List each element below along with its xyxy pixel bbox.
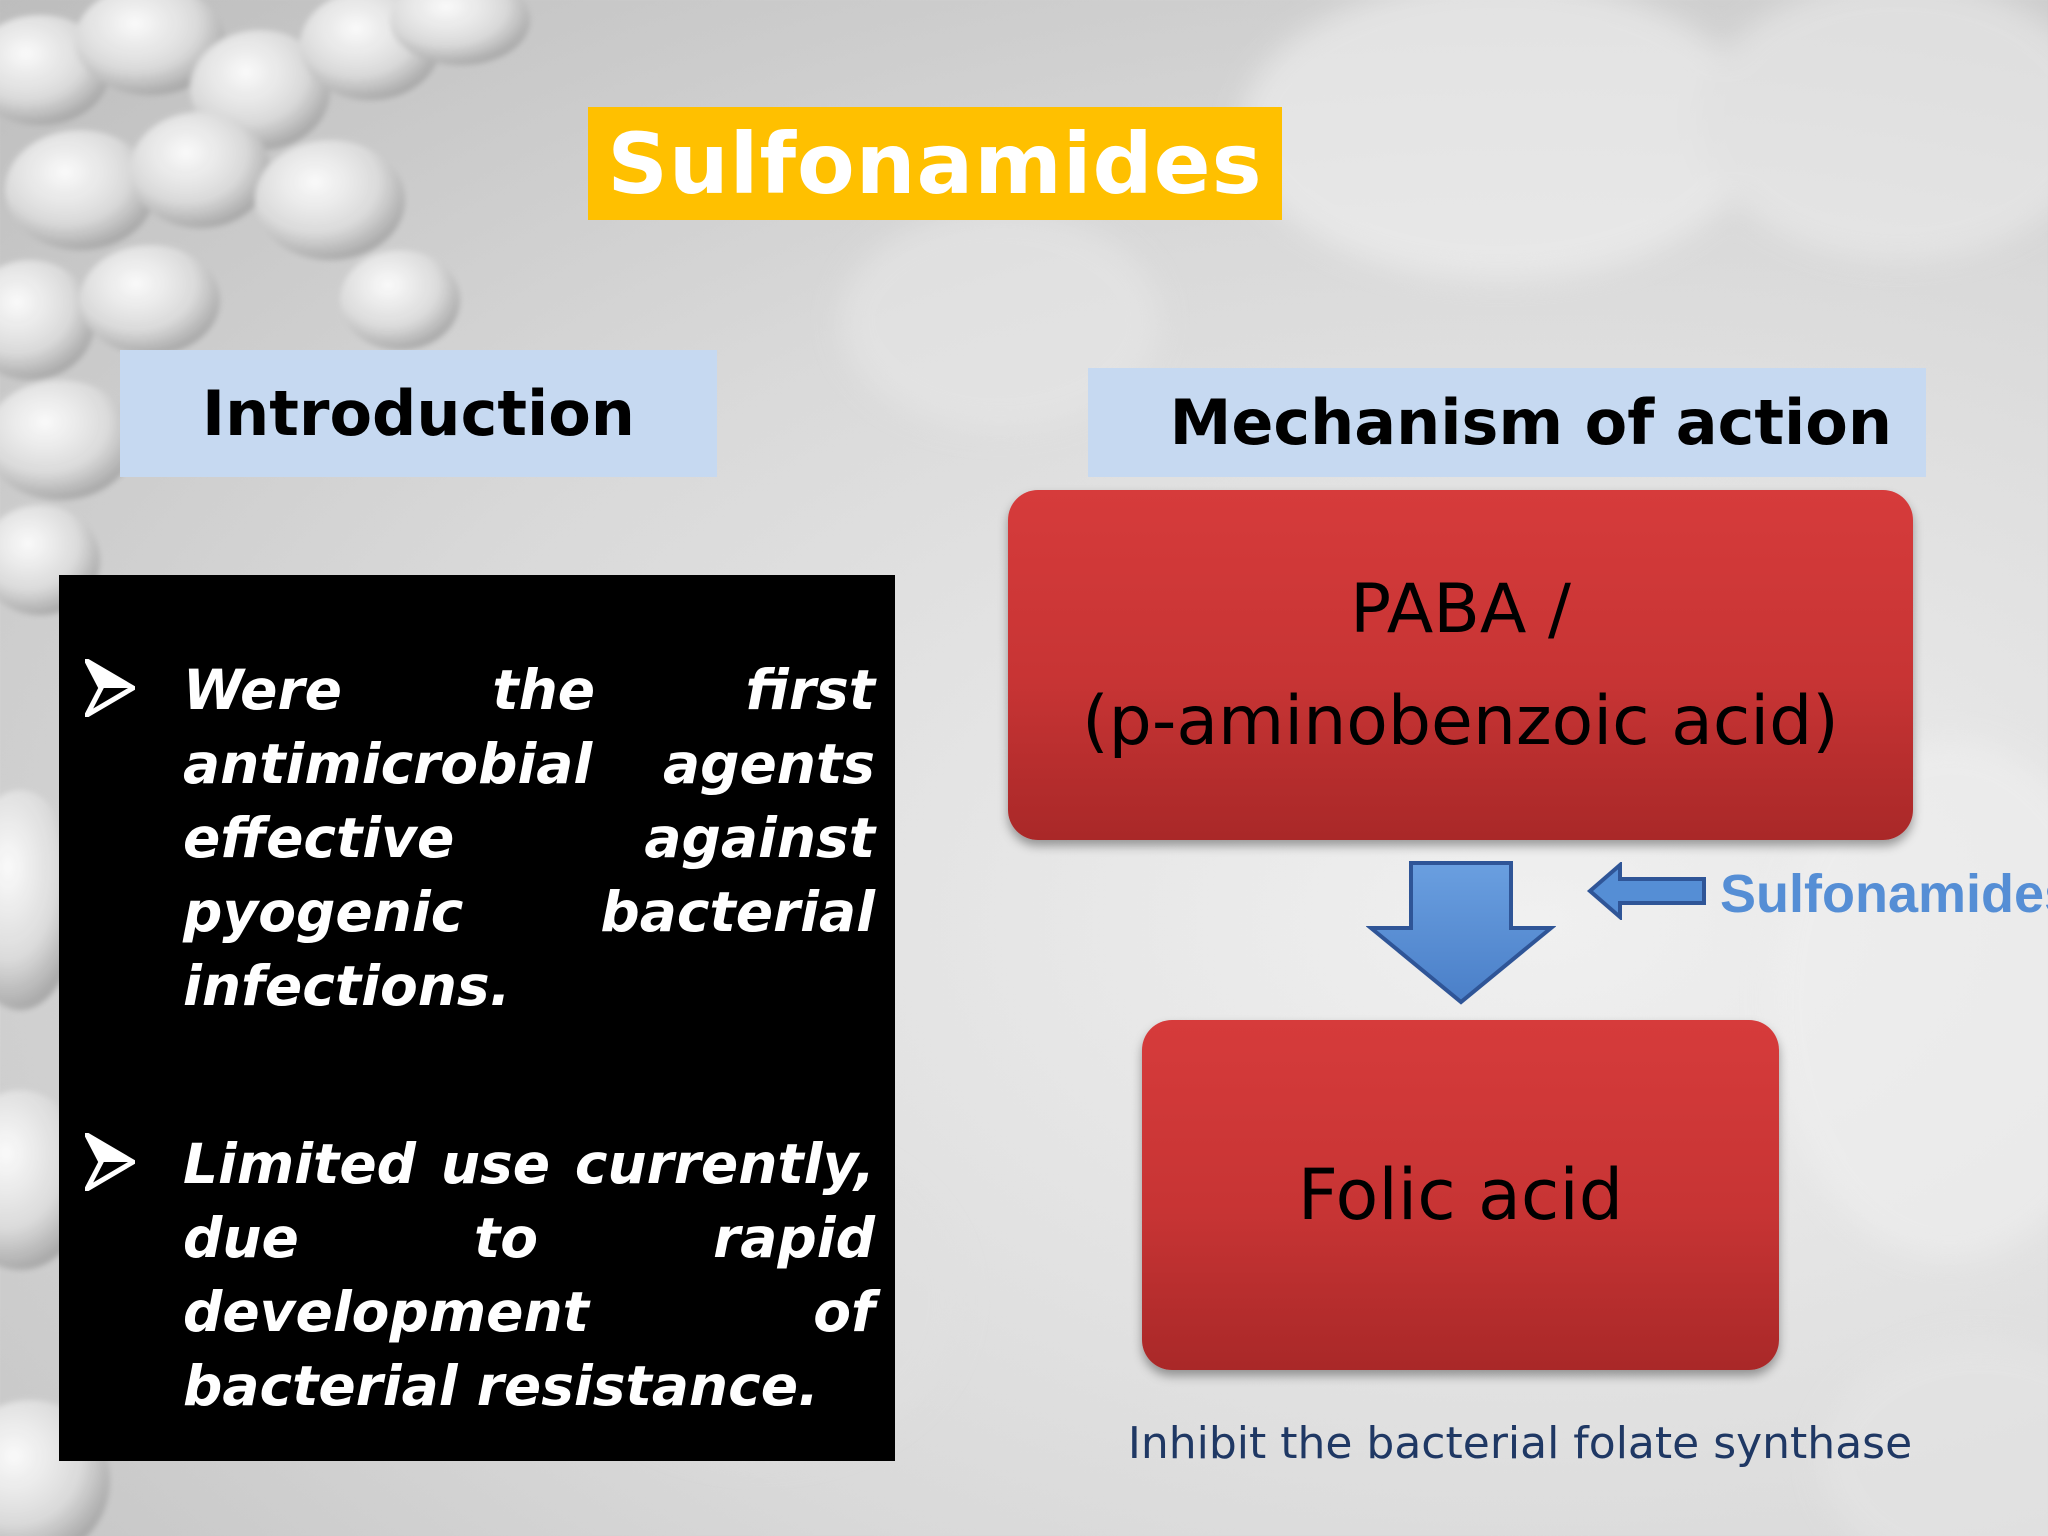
- title-banner: Sulfonamides: [588, 107, 1282, 220]
- slide-title: Sulfonamides: [607, 114, 1263, 213]
- inhibitor-label: Sulfonamides: [1720, 864, 2048, 924]
- bullet-item: Limited use currently, due to rapid deve…: [85, 1127, 875, 1423]
- mechanism-caption: Inhibit the bacterial folate synthase: [1127, 1418, 1913, 1469]
- folic-acid-label: Folic acid: [1297, 1154, 1624, 1236]
- mechanism-heading-label: Mechanism of action: [1169, 386, 1892, 459]
- introduction-heading-label: Introduction: [202, 377, 635, 450]
- introduction-box: Were the first antimicrobial agents effe…: [59, 575, 895, 1461]
- bullet-text: Were the first antimicrobial agents effe…: [183, 658, 875, 1018]
- introduction-heading: Introduction: [120, 350, 717, 477]
- bullet-item: Were the first antimicrobial agents effe…: [85, 653, 875, 1023]
- mechanism-heading: Mechanism of action: [1088, 368, 1926, 477]
- paba-node-label: PABA /: [1350, 570, 1571, 649]
- paba-node-sublabel: (p-aminobenzoic acid): [1082, 682, 1839, 761]
- down-arrow-icon: [1366, 861, 1556, 1005]
- arrow-bullet-icon: [85, 1133, 135, 1191]
- paba-node: PABA / (p-aminobenzoic acid): [1008, 490, 1913, 840]
- arrow-bullet-icon: [85, 659, 135, 717]
- bullet-text: Limited use currently, due to rapid deve…: [183, 1132, 875, 1418]
- folic-acid-node: Folic acid: [1142, 1020, 1779, 1370]
- inhibit-arrow-icon: [1586, 862, 1706, 920]
